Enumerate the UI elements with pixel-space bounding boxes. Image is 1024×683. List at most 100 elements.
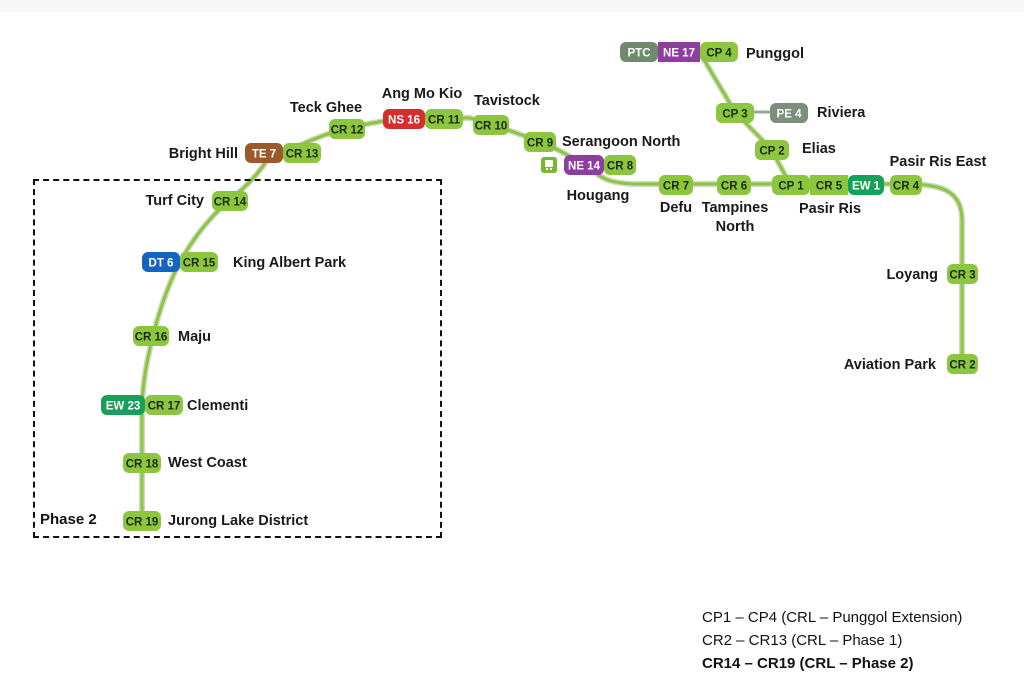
code-badge-cp-2 [755, 140, 789, 160]
code-badge-cr-16 [133, 326, 169, 346]
station-name-tampines-north: North [716, 219, 755, 235]
code-badge-cr-6 [717, 175, 751, 195]
station-tavistock[interactable]: CR 10 [473, 115, 509, 135]
legend: CP1 – CP4 (CRL – Punggol Extension) CR2 … [702, 606, 1012, 675]
code-badge-cp-1 [772, 175, 810, 195]
code-label: CR 18 [126, 459, 159, 471]
code-label: CR 4 [893, 181, 920, 193]
code-badge-ne-17 [658, 42, 700, 62]
station-maju[interactable]: CR 16 [133, 326, 169, 346]
phase-label: Phase 2 [40, 511, 97, 528]
code-badge-cr-17 [145, 395, 183, 415]
station-king-albert-park[interactable]: DT 6 CR 15 [142, 252, 218, 272]
station-name-west-coast: West Coast [168, 455, 247, 471]
code-badge-cr-5 [810, 175, 848, 195]
code-badge-cr-7 [659, 175, 693, 195]
code-label: CR 13 [286, 149, 319, 161]
station-teck-ghee[interactable]: CR 12 [329, 119, 365, 139]
station-west-coast[interactable]: CR 18 [123, 453, 161, 473]
code-label: EW 23 [106, 401, 141, 413]
station-name-riviera: Riviera [817, 105, 866, 121]
code-label: NE 14 [568, 161, 601, 173]
station-name-elias: Elias [802, 141, 836, 157]
station-name-defu: Defu [660, 200, 692, 216]
code-badge-cr-10 [473, 115, 509, 135]
code-badge-dt-6 [142, 252, 180, 272]
code-badge-cr-11 [425, 109, 463, 129]
code-badge-cr-18 [123, 453, 161, 473]
phase-2-boundary [33, 179, 442, 538]
legend-item-punggol-extension: CP1 – CP4 (CRL – Punggol Extension) [702, 609, 963, 626]
code-label: CP 3 [722, 109, 747, 121]
station-name-loyang: Loyang [886, 267, 938, 283]
code-badge-ew-23 [101, 395, 145, 415]
code-label: CR 16 [135, 332, 168, 344]
station-bright-hill[interactable]: TE 7 CR 13 [245, 143, 321, 163]
station-name-tampines-north: Tampines [702, 200, 769, 216]
code-label: TE 7 [252, 149, 276, 161]
code-badge-ns-16 [383, 109, 425, 129]
code-label: CR 8 [607, 161, 634, 173]
code-label: CR 10 [475, 121, 508, 133]
code-badge-cr-4 [890, 175, 922, 195]
code-label: CR 17 [148, 401, 181, 413]
top-strip [0, 0, 1024, 12]
station-loyang[interactable]: CR 3 [947, 264, 978, 284]
code-badge-ne-14 [564, 155, 604, 175]
station-tampines-north[interactable]: CR 6 [717, 175, 751, 195]
legend-item-phase-1: CR2 – CR13 (CRL – Phase 1) [702, 632, 903, 649]
code-label: CR 19 [126, 517, 159, 529]
bus-interchange-icon [541, 157, 557, 173]
code-label: DT 6 [149, 258, 174, 270]
code-label: CR 14 [214, 197, 247, 209]
code-label: CP 1 [778, 181, 804, 193]
code-badge-pe-4 [770, 103, 808, 123]
code-label: CR 2 [949, 360, 975, 372]
code-label: CP 4 [706, 48, 732, 60]
code-label: CR 5 [816, 181, 843, 193]
station-pasir-ris-east[interactable]: CR 4 [890, 175, 922, 195]
code-badge-cr-15 [180, 252, 218, 272]
station-jurong-lake-district[interactable]: CR 19 [123, 511, 161, 531]
station-name-jurong-lake-district: Jurong Lake District [168, 513, 308, 529]
station-pasir-ris[interactable]: CP 1 CR 5 EW 1 [772, 175, 884, 195]
station-aviation-park[interactable]: CR 2 [947, 354, 978, 374]
station-elias[interactable]: CP 2 [755, 140, 789, 160]
station-defu[interactable]: CR 7 [659, 175, 693, 195]
station-hougang[interactable]: NE 14 CR 8 [564, 155, 636, 175]
station-name-bright-hill: Bright Hill [169, 146, 238, 162]
code-badge-cr-8 [604, 155, 636, 175]
code-badge-cp-4 [700, 42, 738, 62]
code-badge-ptc [620, 42, 658, 62]
station-name-pasir-ris-east: Pasir Ris East [890, 154, 987, 170]
station-serangoon-north[interactable]: CR 9 [524, 132, 556, 152]
station-turf-city[interactable]: CR 14 [212, 191, 248, 211]
code-badge-cr-12 [329, 119, 365, 139]
code-badge-te-7 [245, 143, 283, 163]
code-label: CR 15 [183, 258, 216, 270]
station-name-punggol: Punggol [746, 46, 804, 62]
code-label: CR 12 [331, 125, 364, 137]
code-label: CP 2 [759, 146, 784, 158]
code-label: NE 17 [663, 48, 695, 60]
station-name-pasir-ris: Pasir Ris [799, 201, 861, 217]
code-label: CR 7 [663, 181, 689, 193]
code-label: NS 16 [388, 115, 420, 127]
station-name-hougang: Hougang [567, 188, 630, 204]
station-markers: CR 2 CR 3 CR 4 CP 1 CR 5 EW 1 CR 6 CR 7 NE 14 CR … [101, 42, 978, 531]
code-badge-cr-19 [123, 511, 161, 531]
code-badge-cp-3 [716, 103, 754, 123]
code-label: EW 1 [852, 181, 881, 193]
code-badge-cr-14 [212, 191, 248, 211]
code-badge-cr-2 [947, 354, 978, 374]
station-clementi[interactable]: EW 23 CR 17 [101, 395, 183, 415]
code-badge-cr-13 [283, 143, 321, 163]
code-label: CR 9 [527, 138, 553, 150]
station-name-teck-ghee: Teck Ghee [290, 100, 362, 116]
station-name-serangoon-north: Serangoon North [562, 134, 680, 150]
